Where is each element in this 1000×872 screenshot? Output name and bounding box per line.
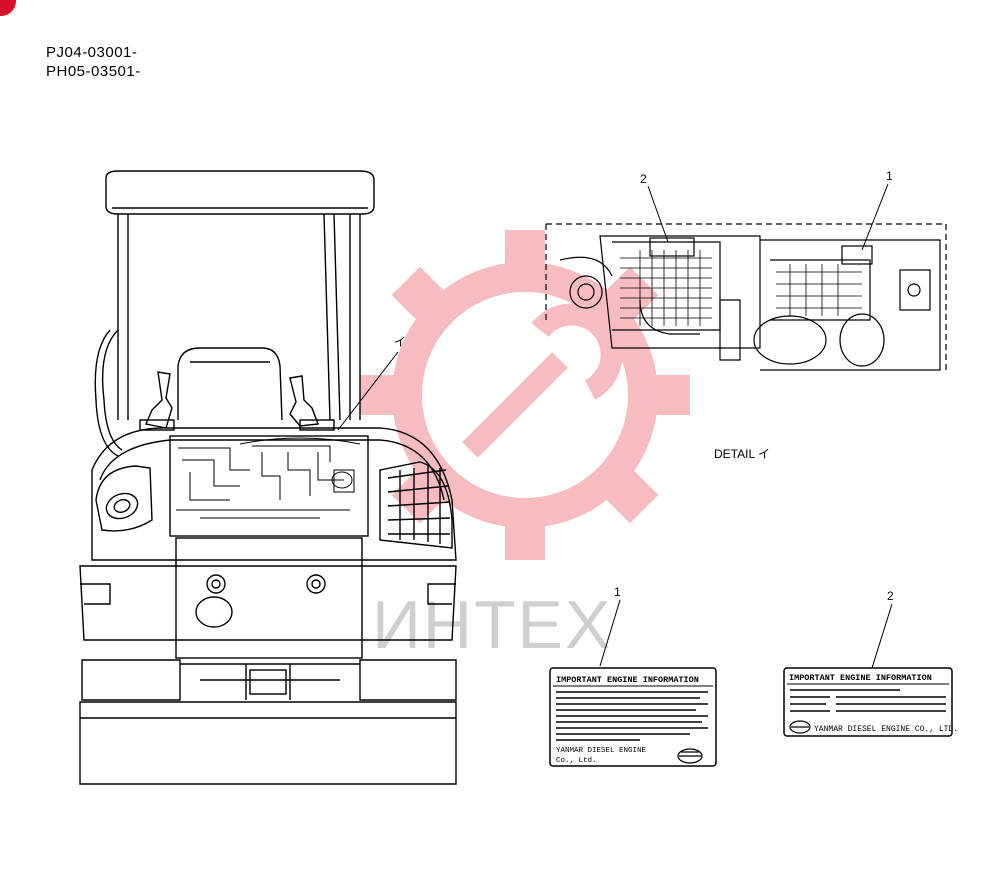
canopy-roof xyxy=(105,170,375,215)
label-2-leader xyxy=(871,603,893,669)
watermark-wrench-icon xyxy=(462,303,623,458)
engine-info-plate-2: IMPORTANT ENGINE INFORMATION YANMAR DIES… xyxy=(783,667,958,737)
service-cover xyxy=(175,537,363,659)
dozer-blade xyxy=(79,701,457,785)
plate-2-title: IMPORTANT ENGINE INFORMATION xyxy=(789,673,932,683)
yanmar-logo-2-icon xyxy=(789,720,811,734)
operator-seat xyxy=(177,347,283,421)
watermark-gear-teeth xyxy=(360,230,690,560)
undercarriage xyxy=(81,659,181,701)
label-1-location xyxy=(841,245,873,265)
radiator-fins xyxy=(620,250,712,326)
right-grille xyxy=(379,461,453,549)
serial-range-1: PJ04-03001- xyxy=(46,44,138,61)
engine-hood xyxy=(169,435,369,537)
detail-part-1-callout: 1 xyxy=(886,169,893,183)
label-1-leader xyxy=(599,599,621,667)
yanmar-logo-icon xyxy=(677,748,703,764)
counterweight xyxy=(91,427,457,561)
engine-info-plate-1: IMPORTANT ENGINE INFORMATION YANMAR DIES… xyxy=(549,667,717,767)
rear-panel xyxy=(79,565,457,641)
label-2-part-number: 2 xyxy=(887,589,894,603)
engine-detail-lines xyxy=(176,437,361,519)
watermark-gear-icon xyxy=(392,262,658,528)
detail-part-2-callout: 2 xyxy=(640,172,647,186)
left-tail-lamp xyxy=(95,465,153,532)
detail-caption: DETAIL イ xyxy=(714,447,770,461)
plate-2-fine-print xyxy=(790,689,946,712)
engine-fins xyxy=(776,264,862,316)
plate-1-maker-line2: Co., Ltd. xyxy=(556,757,597,765)
label-1-part-number: 1 xyxy=(614,585,621,599)
watermark xyxy=(360,230,690,560)
serial-range-2: PH05-03501- xyxy=(46,63,141,80)
engine-detail-view xyxy=(545,183,947,371)
plate-1-title: IMPORTANT ENGINE INFORMATION xyxy=(556,675,699,685)
plate-1-fine-print xyxy=(556,691,708,741)
plate-1-maker-line1: YANMAR DIESEL ENGINE xyxy=(556,747,647,755)
label-2-location xyxy=(649,237,695,257)
watermark-text: ИНТЕХ xyxy=(372,587,612,663)
excavator-rear-view xyxy=(79,170,457,785)
detail-ref-callout: イ xyxy=(394,335,406,349)
plate-2-maker: YANMAR DIESEL ENGINE CO., LTD. xyxy=(814,725,958,734)
control-levers xyxy=(139,371,335,431)
